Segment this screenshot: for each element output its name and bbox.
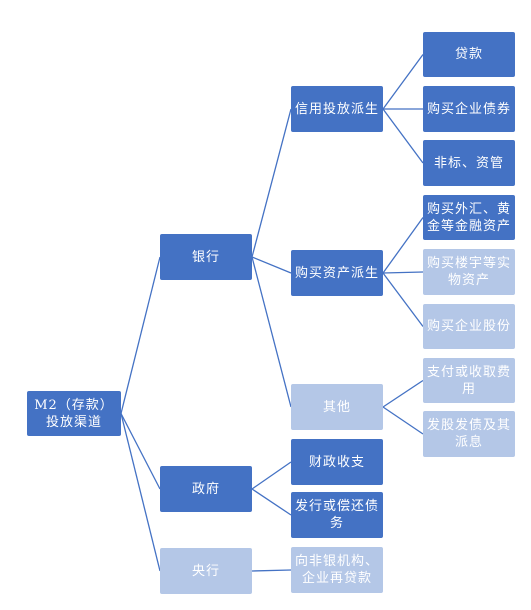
connector-line [382, 271, 424, 274]
node-buy-property: 购买楼宇等实物资产 [423, 249, 515, 295]
connector-line [382, 406, 424, 435]
node-buy-corporate-bonds: 购买企业债券 [423, 86, 515, 132]
connector-line [251, 256, 292, 408]
node-fees: 支付或收取费用 [423, 358, 515, 403]
node-m2-root: M2（存款）投放渠道 [27, 391, 121, 436]
connector-line [251, 461, 292, 490]
connector-line [382, 217, 424, 274]
connector-line [382, 272, 424, 327]
connector-line [382, 379, 424, 408]
node-buy-fx-gold: 购买外汇、黄金等金融资产 [423, 195, 515, 240]
connector-line [382, 108, 424, 164]
node-loan: 贷款 [423, 32, 515, 77]
node-central-bank: 央行 [160, 548, 252, 594]
connector-line [251, 569, 292, 572]
connector-line [251, 108, 292, 258]
connector-line [120, 256, 161, 414]
connector-line [382, 54, 424, 110]
node-government: 政府 [160, 466, 252, 512]
node-debt: 发行或偿还债务 [291, 492, 383, 538]
node-asset-derivation: 购买资产派生 [291, 250, 383, 296]
node-non-standard-assets: 非标、资管 [423, 140, 515, 186]
node-credit-derivation: 信用投放派生 [291, 86, 383, 132]
connector-line [120, 413, 161, 490]
connector-line [120, 413, 161, 572]
node-other: 其他 [291, 384, 383, 430]
node-issue-bonds-dividends: 发股发债及其派息 [423, 411, 515, 457]
connector-line [251, 256, 292, 274]
node-buy-equity: 购买企业股份 [423, 304, 515, 349]
node-fiscal: 财政收支 [291, 439, 383, 485]
node-bank: 银行 [160, 234, 252, 280]
node-relending: 向非银机构、企业再贷款 [291, 547, 383, 593]
connector-line [251, 488, 292, 516]
